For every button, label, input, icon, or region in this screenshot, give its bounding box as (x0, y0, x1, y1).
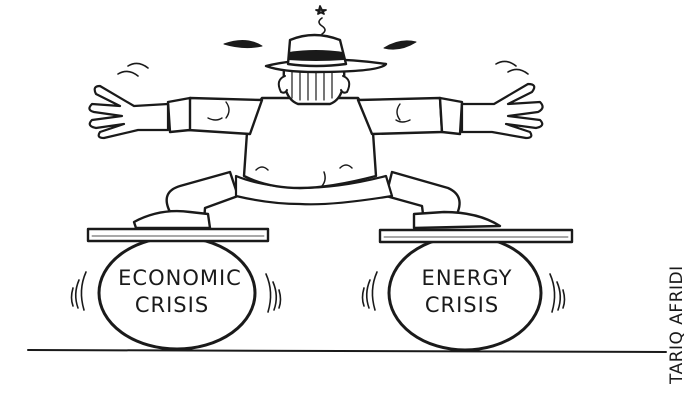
artist-signature: TARIQ AFRIDI (667, 265, 687, 385)
left-ball: ECONOMIC CRISIS (70, 235, 282, 351)
right-ball-wobble-marks (361, 271, 566, 313)
left-cuff (166, 96, 192, 134)
ground-line (27, 349, 667, 353)
right-ball-line1: ENERGY (422, 266, 513, 290)
head (282, 66, 346, 106)
left-ball-line2: CRISIS (135, 293, 209, 317)
man-figure (88, 33, 544, 230)
left-ball-wobble-marks (70, 271, 282, 313)
left-plank (86, 227, 270, 243)
dizzy-star-icon (315, 5, 327, 35)
hat-band (288, 50, 344, 61)
left-sleeve (186, 96, 264, 136)
sweat-drops (223, 40, 417, 50)
jacket (242, 96, 378, 190)
left-shoe (132, 209, 212, 230)
right-hand (460, 82, 544, 140)
right-shoe (412, 210, 502, 230)
right-plank (378, 228, 574, 244)
right-ball: ENERGY CRISIS (361, 234, 566, 352)
left-hand (88, 84, 170, 140)
right-cuff (438, 96, 464, 136)
left-ball-line1: ECONOMIC (118, 266, 242, 290)
right-ball-line2: CRISIS (425, 293, 499, 317)
